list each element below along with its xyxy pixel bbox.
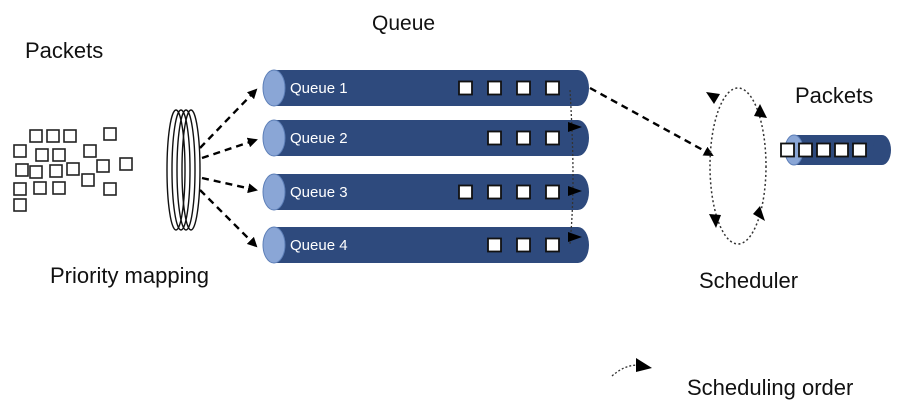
queue-packet — [487, 184, 502, 200]
queue-packet — [545, 130, 560, 146]
queue-packet — [545, 80, 560, 96]
queue-packet — [516, 80, 531, 96]
queue-title: Queue — [372, 12, 436, 35]
scheduler-loop — [706, 87, 767, 245]
queue-packet — [487, 237, 502, 253]
queue-label: Queue 1 — [290, 80, 348, 97]
output-packet — [780, 142, 795, 158]
output-packet — [834, 142, 849, 158]
queue-pipe-cap — [262, 69, 286, 107]
queue-label: Queue 3 — [290, 184, 348, 201]
queue-packet — [516, 237, 531, 253]
queue-packet — [545, 184, 560, 200]
queue-packet — [516, 130, 531, 146]
scheduler-label: Scheduler — [699, 268, 799, 293]
queue-packet — [458, 80, 473, 96]
queue-4: Queue 4 — [262, 226, 589, 264]
queue-pipe-end — [567, 70, 589, 106]
output-pipe-end — [873, 135, 891, 165]
queue-packet — [487, 80, 502, 96]
queue-pipe-cap — [262, 119, 286, 157]
queue-label: Queue 2 — [290, 130, 348, 147]
queue-packet — [458, 184, 473, 200]
queue-scheduling-arrows — [568, 122, 582, 242]
output-packet — [852, 142, 867, 158]
output-packets — [780, 134, 891, 166]
queue-1: Queue 1 — [262, 69, 589, 107]
priority-mapping-rings — [166, 109, 201, 231]
incoming-packets — [13, 127, 133, 212]
packets-in-label: Packets — [25, 38, 104, 63]
legend-label: Scheduling order — [687, 375, 854, 400]
queue-label: Queue 4 — [290, 237, 348, 254]
queues: Queue 1 Queue 2 Queue 3 Queue 4 — [262, 69, 589, 264]
queue-packet — [487, 130, 502, 146]
queue-pipe-end — [567, 227, 589, 263]
queue-packet — [516, 184, 531, 200]
queue-pipe-cap — [262, 226, 286, 264]
output-packet — [798, 142, 813, 158]
mapping-arrows — [199, 88, 258, 248]
queue-pipe-cap — [262, 173, 286, 211]
queue-2: Queue 2 — [262, 119, 589, 157]
packets-out-label: Packets — [795, 83, 874, 108]
queue-scheduling-order — [569, 89, 574, 245]
queue-packet — [545, 237, 560, 253]
queue-3: Queue 3 — [262, 173, 589, 211]
legend-icon — [611, 358, 652, 377]
output-packet — [816, 142, 831, 158]
priority-mapping-label: Priority mapping — [50, 263, 209, 288]
queue-to-scheduler-arrow — [589, 86, 714, 157]
